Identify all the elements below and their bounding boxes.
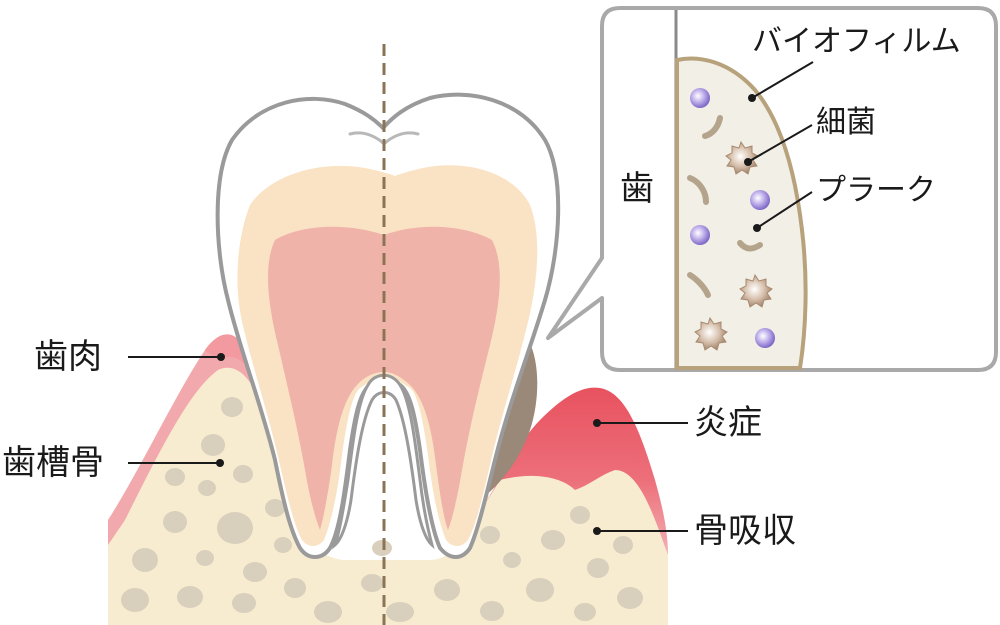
inset-callout [546,6,998,372]
gum-left [108,334,270,545]
label-alveolar-bone: 歯槽骨 [2,443,104,483]
inset-label-biofilm: バイオフィルム [752,24,961,59]
inflamed-gum [478,387,668,555]
label-gum: 歯肉 [34,337,102,377]
inset-label-bacteria: 細菌 [816,105,876,140]
inset-label-tooth: 歯 [620,169,654,209]
alveolar-bone [108,359,668,625]
bone-spots [121,397,643,623]
leader-lines [128,353,688,535]
label-bone-resorption: 骨吸収 [694,511,796,551]
tooth [215,92,561,559]
label-inflammation: 炎症 [694,403,762,443]
inset-label-plaque: プラーク [816,173,936,208]
